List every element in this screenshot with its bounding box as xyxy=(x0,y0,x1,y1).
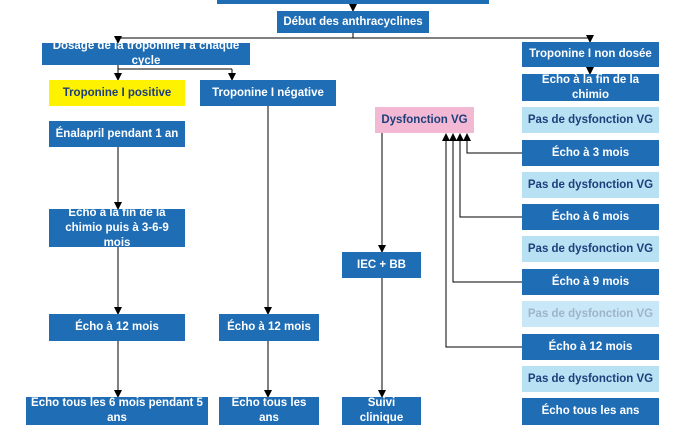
echo-3-mois-box: Écho à 3 mois xyxy=(522,140,659,166)
dysfonction-vg-box: Dysfonction VG xyxy=(375,107,474,133)
top-cutoff-box xyxy=(217,0,489,4)
pas-dysfonction-5-box: Pas de dysfonction VG xyxy=(522,366,659,392)
feedback-echo-6-mois xyxy=(456,133,522,218)
suivi-clinique-box: Suivi clinique xyxy=(342,397,421,425)
echo-tous-ans-right-box: Écho tous les ans xyxy=(522,398,659,425)
echo-fin-chimio-box: Écho à la fin de la chimio xyxy=(522,74,659,101)
echo-12-mois-left-box: Écho à 12 mois xyxy=(49,314,185,341)
echo-tous-ans-mid-box: Écho tous les ans xyxy=(219,397,319,425)
debut-anthracyclines-box: Début des anthracyclines xyxy=(277,11,429,33)
echo-12-mois-mid-box: Écho à 12 mois xyxy=(219,314,319,341)
echo-fin-chimio-multi-box: Écho à la fin de la chimio puis à 3-6-9 … xyxy=(49,207,185,249)
troponine-negative-box: Troponine I négative xyxy=(200,80,336,106)
pas-dysfonction-1-box: Pas de dysfonction VG xyxy=(522,107,659,133)
pas-dysfonction-2-box: Pas de dysfonction VG xyxy=(522,172,659,198)
troponine-non-dosee-box: Troponine I non dosée xyxy=(522,42,659,67)
iec-bb-box: IEC + BB xyxy=(342,252,421,278)
troponine-positive-box: Troponine I positive xyxy=(49,80,185,106)
echo-12-mois-right-box: Écho à 12 mois xyxy=(522,334,659,360)
feedback-echo-9-mois xyxy=(449,133,522,283)
feedback-echo-3-mois xyxy=(463,133,522,154)
echo-9-mois-box: Écho à 9 mois xyxy=(522,269,659,295)
echo-tous-6-mois-box: Écho tous les 6 mois pendant 5 ans xyxy=(26,397,208,425)
pas-dysfonction-4-box: Pas de dysfonction VG xyxy=(522,301,659,327)
enalapril-box: Énalapril pendant 1 an xyxy=(49,121,185,147)
pas-dysfonction-3-box: Pas de dysfonction VG xyxy=(522,236,659,262)
dosage-troponine-box: Dosage de la troponine I à chaque cycle xyxy=(42,40,250,67)
echo-6-mois-box: Écho à 6 mois xyxy=(522,204,659,230)
feedback-echo-12-mois xyxy=(442,133,522,348)
